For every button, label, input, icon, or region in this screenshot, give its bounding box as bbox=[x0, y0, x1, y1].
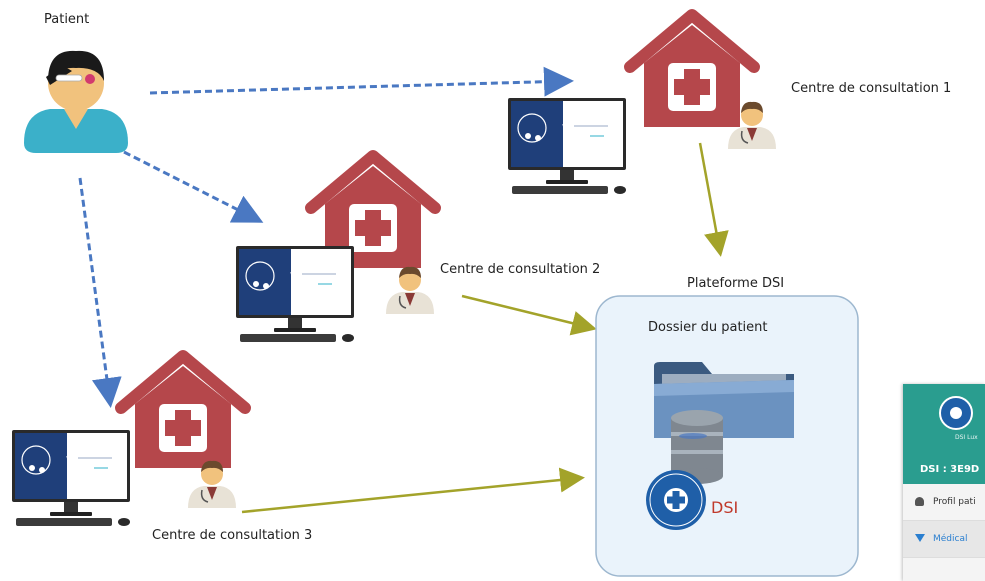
logo-cross-icon bbox=[950, 407, 962, 419]
centre3-label: Centre de consultation 3 bbox=[152, 528, 313, 543]
dossier-label: Dossier du patient bbox=[648, 320, 768, 335]
platform-title: Plateforme DSI bbox=[687, 276, 785, 291]
arrow-patient-centre1 bbox=[149, 66, 574, 97]
arrow-patient-centre2 bbox=[123, 150, 264, 223]
computer-icon-centre1 bbox=[507, 97, 627, 195]
centre1-label: Centre de consultation 1 bbox=[791, 81, 952, 96]
patient-icon bbox=[24, 50, 128, 153]
panel-header: DSI Lux DSI : 3E9D bbox=[903, 384, 985, 484]
computer-icon-centre2 bbox=[235, 245, 355, 343]
doctor-icon-centre2 bbox=[385, 266, 435, 315]
panel-logo-icon bbox=[939, 396, 973, 430]
house-icon-centre3 bbox=[121, 356, 245, 468]
arrow-patient-centre3 bbox=[78, 177, 122, 408]
arrow-centre2-platform bbox=[461, 294, 597, 336]
panel-row-label: Médical bbox=[933, 534, 968, 544]
panel-logo-sub: DSI Lux bbox=[955, 434, 978, 441]
filter-icon bbox=[915, 534, 925, 542]
dsi-mark: DSI bbox=[711, 498, 739, 517]
computer-icon-centre3 bbox=[11, 429, 131, 527]
house-icon-centre1 bbox=[630, 15, 754, 127]
centre2-label: Centre de consultation 2 bbox=[440, 262, 601, 277]
panel-row-profile[interactable]: Profil pati bbox=[903, 484, 985, 521]
arrow-centre3-platform bbox=[241, 467, 585, 514]
panel-dsi-id: DSI : 3E9D bbox=[920, 464, 980, 475]
arrow-centre1-platform bbox=[698, 142, 729, 257]
panel-row-label: Profil pati bbox=[933, 497, 976, 507]
medecins-du-monde-logo bbox=[646, 470, 706, 530]
user-icon bbox=[915, 497, 924, 506]
patient-label: Patient bbox=[44, 12, 90, 27]
app-side-panel: DSI Lux DSI : 3E9D Profil pati Médical bbox=[903, 384, 985, 581]
panel-row-medical[interactable]: Médical bbox=[903, 521, 985, 558]
